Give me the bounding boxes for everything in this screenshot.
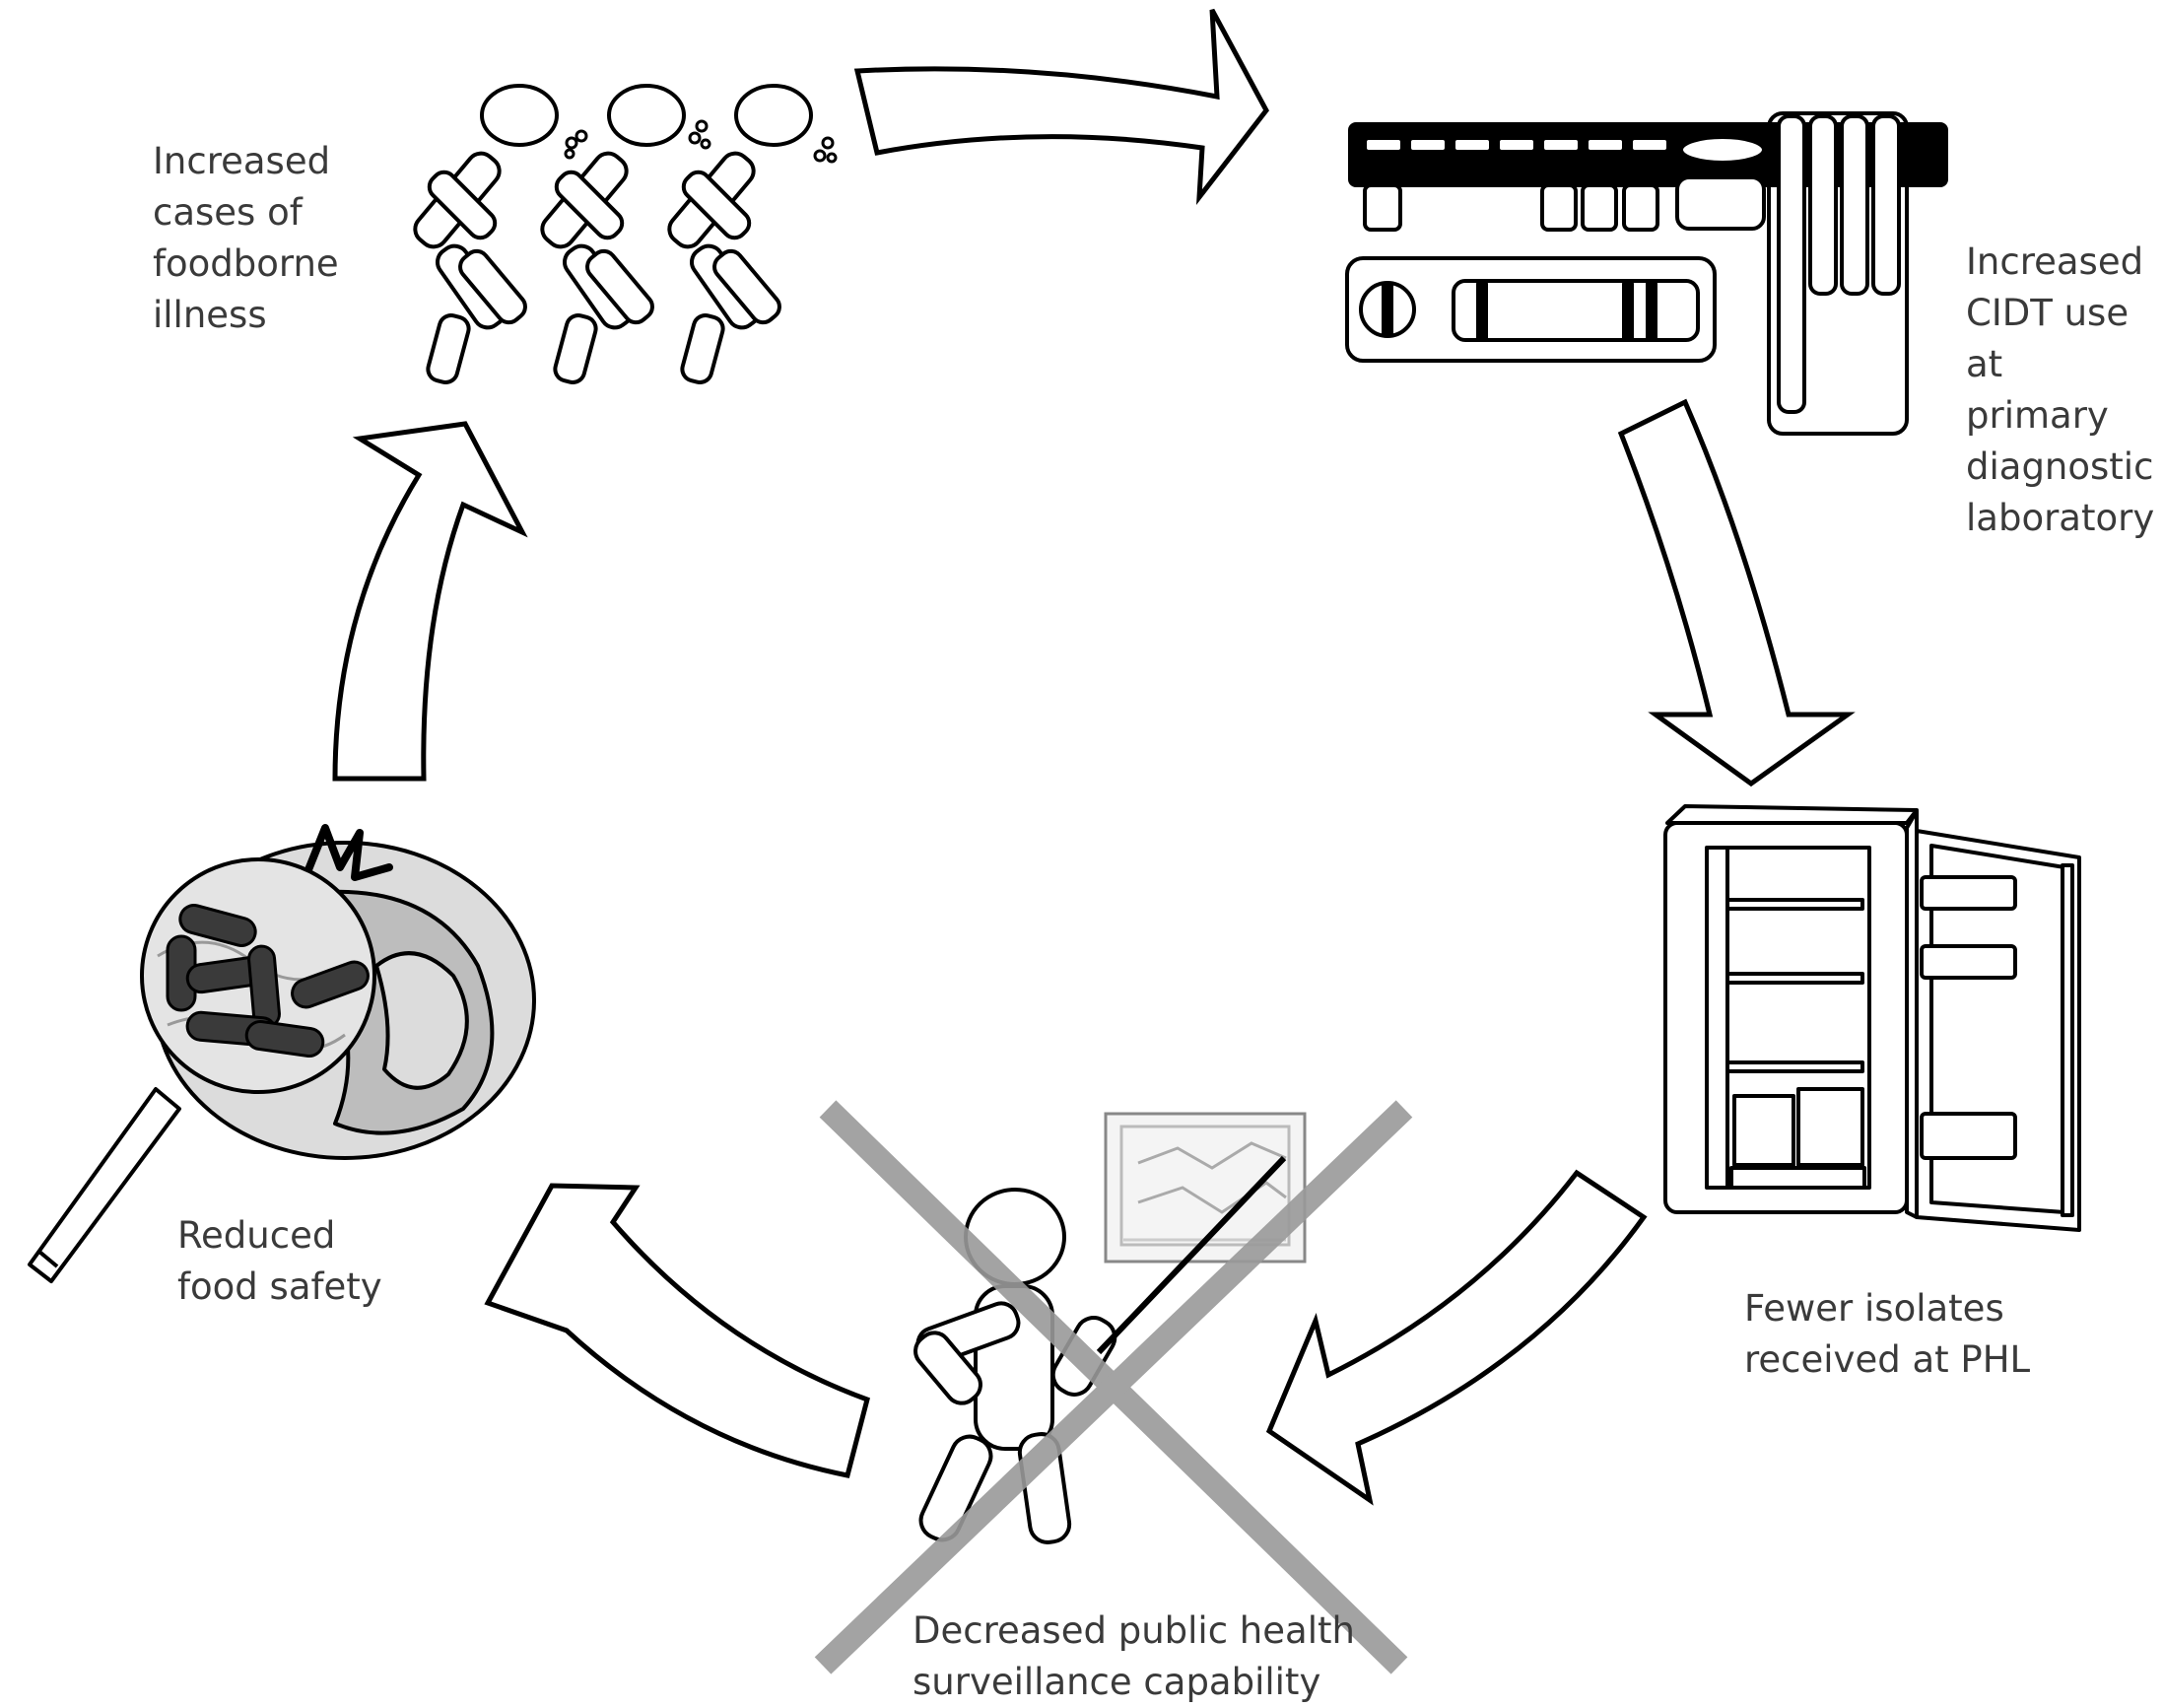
step-label-cidt: Increased CIDT use at primary diagnostic… [1966,240,2155,539]
arrow-surveillance-to-food [484,1183,870,1478]
sick-person-figure [667,84,813,385]
refrigerator-icon [1663,804,2081,1232]
sick-people-icon [413,84,838,385]
lab-test-kit-icon [1345,111,1948,436]
arrow-food-to-illness [332,421,528,782]
step-label-food: Reduced food safety [177,1214,382,1308]
step-label-isolates: Fewer isolates received at PHL [1744,1287,2031,1381]
sick-person-figure [540,84,686,385]
arrow-isolates-to-surveillance [1265,1169,1648,1506]
magnified-tomato-bacteria-icon [28,824,536,1283]
step-label-surveillance: Decreased public health surveillance cap… [913,1609,1355,1703]
step-label-illness: Increased cases of foodborne illness [153,140,339,336]
arrow-cidt-to-isolates [1617,398,1856,787]
vomit-drops [564,119,838,164]
cross-out-mark [814,1100,1413,1674]
presenter-crossed-out-icon [814,1100,1413,1674]
sick-person-figure [413,84,559,385]
arrow-illness-to-cidt [853,8,1269,205]
